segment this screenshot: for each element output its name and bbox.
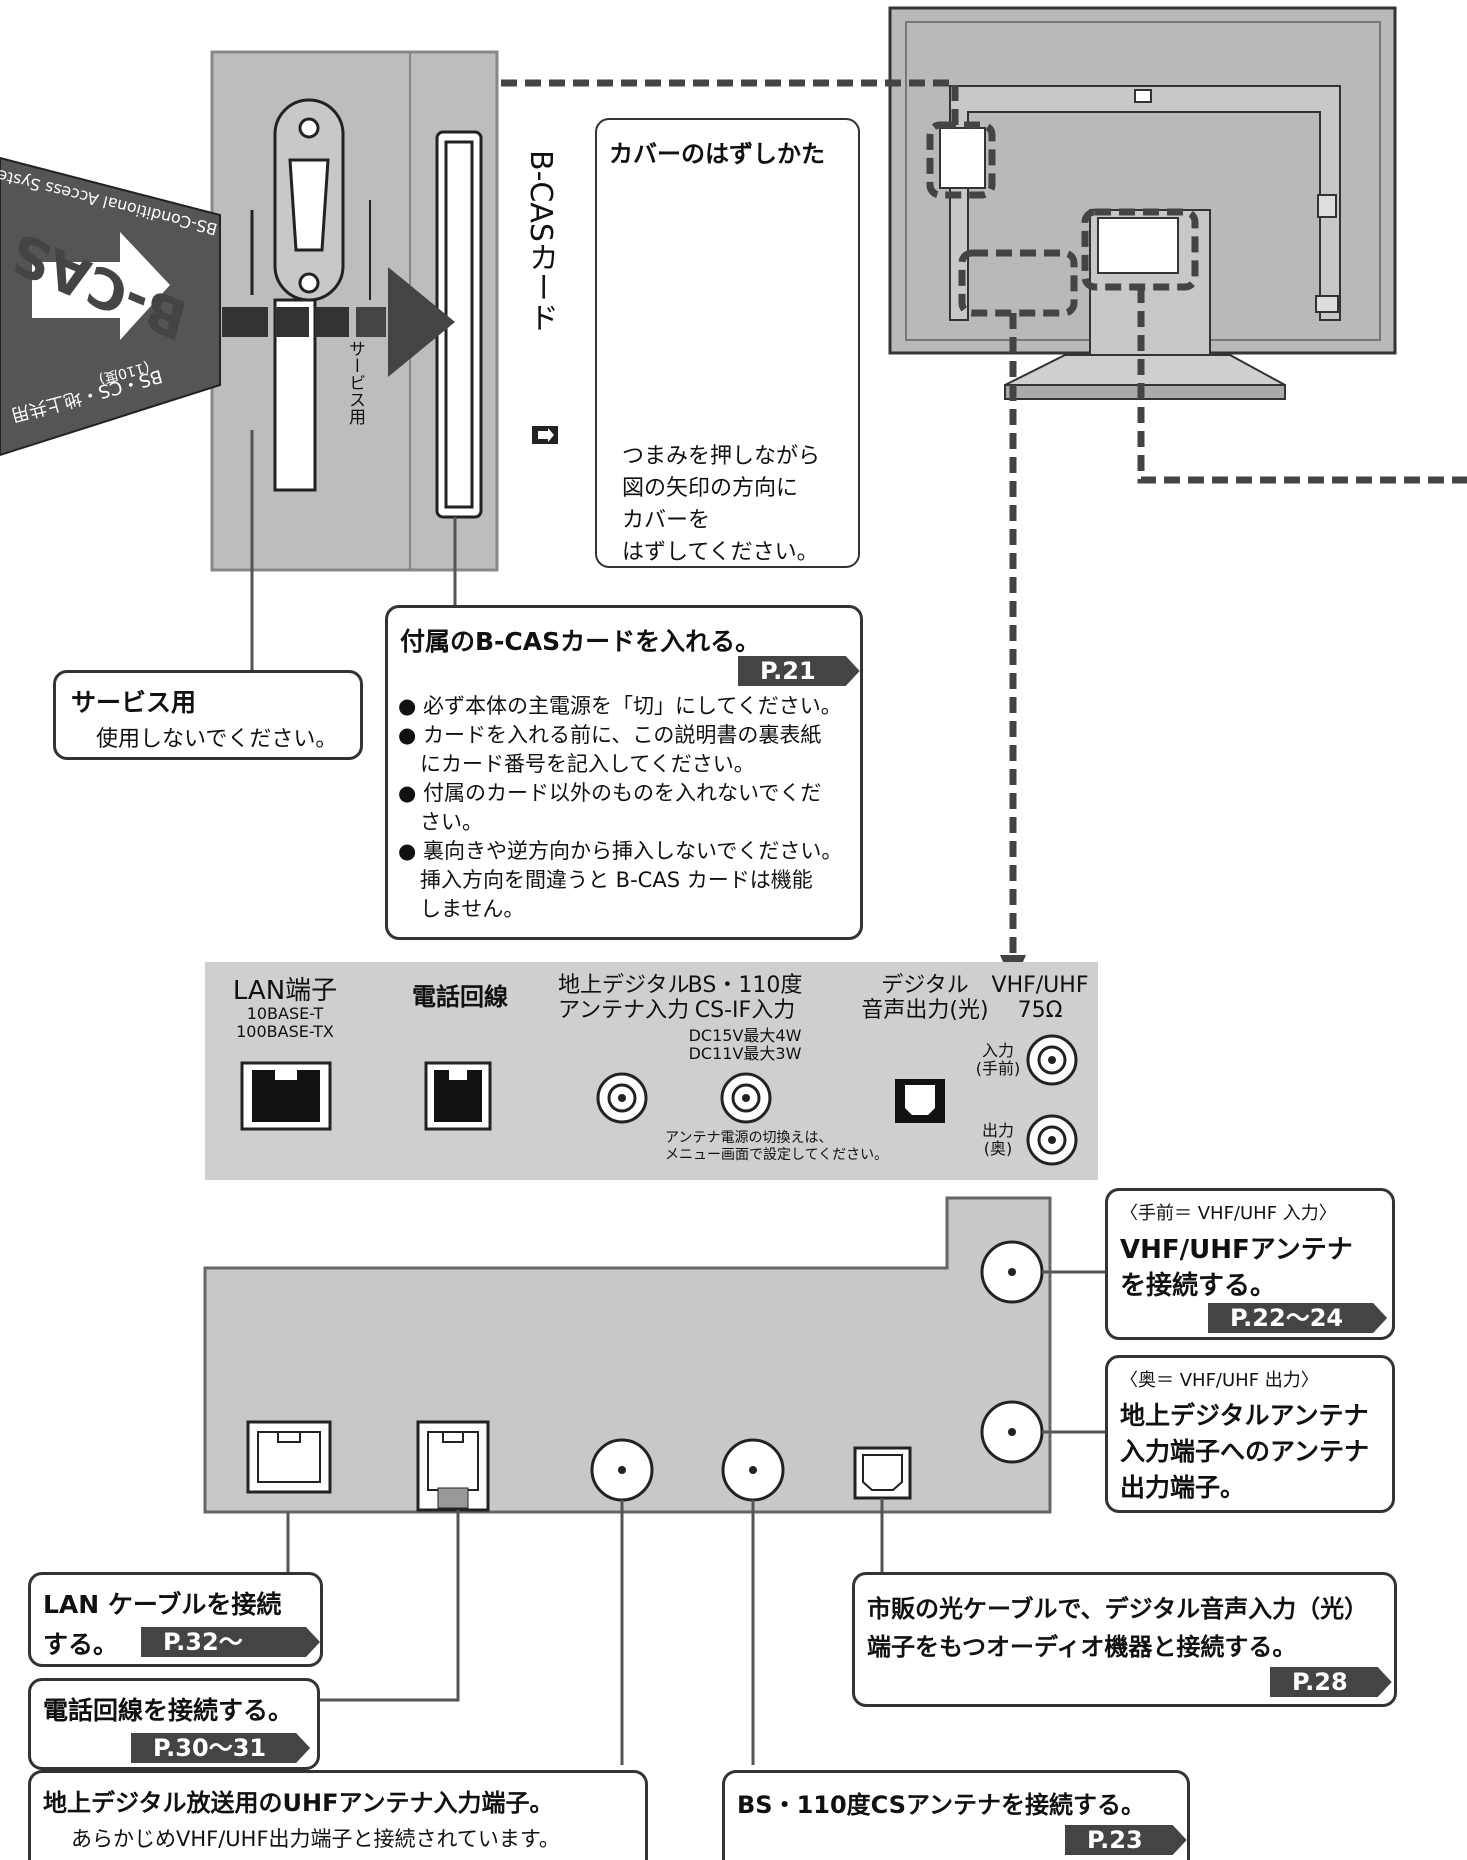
- cover-removal-title: カバーのはずしかた: [609, 140, 825, 168]
- optical-callout-line2: 端子をもつオーディオ機器と接続する。: [867, 1633, 1297, 1661]
- vhf-in-label: 入力 (手前): [975, 1041, 1021, 1078]
- phone-label: 電話回線: [412, 983, 508, 1011]
- cover-removal-line-2: 図の矢印の方向に: [622, 476, 799, 501]
- vhf-label: VHF/UHF 75Ω: [991, 973, 1089, 1023]
- vhf-out-line2: 入力端子へのアンテナ: [1120, 1437, 1370, 1466]
- service-callout-text: 使用しないでください。: [96, 727, 338, 752]
- service-slot-label: サービス用: [345, 340, 365, 425]
- bullet-2-cont: にカード番号を記入してください。: [420, 752, 755, 776]
- bs-page-ref[interactable]: P.23: [1065, 1825, 1187, 1855]
- vhf-out-line1: 地上デジタルアンテナ: [1120, 1401, 1369, 1430]
- small-card-icon: [532, 426, 558, 444]
- bcas-slot-label: B-CASカード: [523, 150, 558, 332]
- vhf-in-small: 〈手前＝ VHF/UHF 入力〉: [1120, 1203, 1337, 1224]
- bullet-4-cont1: 挿入方向を間違うと B-CAS カードは機能: [420, 868, 813, 892]
- vhf-in-page-ref-wrap[interactable]: P.22〜24: [1208, 1303, 1387, 1333]
- vhf-in-callout: 〈手前＝ VHF/UHF 入力〉 VHF/UHFアンテナ を接続する。 P.22…: [1105, 1188, 1395, 1340]
- card-insert-page-ref[interactable]: P.21: [738, 656, 860, 686]
- phone-callout: 電話回線を接続する。 P.30〜31: [28, 1678, 320, 1770]
- vhf-out-small: 〈奥＝ VHF/UHF 出力〉: [1120, 1370, 1319, 1391]
- highlight-dashes: [487, 79, 1467, 980]
- bullet-3: ● 付属のカード以外のものを入れないでくだ: [398, 781, 822, 805]
- cover-removal-line-3: カバーを: [622, 508, 711, 533]
- bullet-4-cont2: しません。: [420, 897, 525, 921]
- terrestrial-label: 地上デジタル アンテナ入力: [558, 973, 690, 1023]
- leader-lines: [250, 430, 1108, 1765]
- vhf-in-page-ref[interactable]: P.22〜24: [1208, 1303, 1387, 1333]
- lan-callout-line2: する。: [43, 1630, 119, 1659]
- bs-label: BS・110度 CS-IF入力 DC15V最大4W DC11V最大3W: [687, 973, 803, 1063]
- lan-page-ref[interactable]: P.32〜33: [141, 1627, 320, 1657]
- cover-removal-callout: カバーのはずしかた つまみを押しながら 図の矢印の方向に カバーを はずしてくだ…: [595, 118, 860, 568]
- cover-removal-line-1: つまみを押しながら: [622, 444, 821, 469]
- optical-page-ref-wrap[interactable]: P.28: [1270, 1667, 1392, 1697]
- bullet-1: ● 必ず本体の主電源を「切」にしてください。: [398, 694, 842, 718]
- insert-arrow: [222, 267, 455, 377]
- bullet-3-cont: さい。: [420, 810, 483, 834]
- lan-callout: LAN ケーブルを接続 する。 P.32〜33: [28, 1572, 323, 1667]
- lan-callout-line1: LAN ケーブルを接続: [43, 1590, 282, 1619]
- lower-panel: [203, 1196, 1052, 1514]
- card-insert-heading: 付属のB-CASカードを入れる。: [400, 627, 761, 656]
- lan-page-ref-wrap[interactable]: P.32〜33: [141, 1627, 320, 1684]
- terminal-panel-bg: [205, 962, 1098, 1180]
- bs-callout-line1: BS・110度CSアンテナを接続する。: [737, 1791, 1146, 1819]
- uhf-in-line2: あらかじめVHF/UHF出力端子と接続されています。: [71, 1827, 560, 1851]
- digital-audio-label: デジタル 音声出力(光): [861, 973, 989, 1023]
- vhf-in-line1: VHF/UHFアンテナ: [1120, 1235, 1353, 1265]
- phone-callout-line1: 電話回線を接続する。: [43, 1696, 294, 1725]
- vhf-in-line2: を接続する。: [1120, 1271, 1277, 1301]
- bs-callout: BS・110度CSアンテナを接続する。 P.23: [722, 1770, 1190, 1860]
- service-callout: サービス用 使用しないでください。: [53, 670, 363, 760]
- cover-removal-line-4: はずしてください。: [622, 540, 819, 565]
- phone-page-ref-wrap[interactable]: P.30〜31: [131, 1733, 310, 1763]
- vhf-out-line3: 出力端子。: [1120, 1473, 1246, 1502]
- terminal-panel-ports: [240, 1034, 1078, 1166]
- bcas-card: [0, 156, 221, 457]
- phone-page-ref[interactable]: P.30〜31: [131, 1733, 310, 1763]
- bullet-2: ● カードを入れる前に、この説明書の裏表紙: [398, 723, 822, 747]
- service-callout-heading: サービス用: [71, 688, 197, 717]
- optical-callout-line1: 市販の光ケーブルで、デジタル音声入力（光）: [867, 1595, 1369, 1623]
- vhf-out-label: 出力 (奥): [981, 1121, 1014, 1158]
- vhf-out-callout: 〈奥＝ VHF/UHF 出力〉 地上デジタルアンテナ 入力端子へのアンテナ 出力…: [1105, 1355, 1395, 1513]
- card-insert-page-ref-wrap[interactable]: P.21: [738, 656, 860, 686]
- uhf-in-callout: 地上デジタル放送用のUHFアンテナ入力端子。 あらかじめVHF/UHF出力端子と…: [28, 1770, 648, 1860]
- bullet-4: ● 裏向きや逆方向から挿入しないでください。: [398, 839, 843, 863]
- optical-page-ref[interactable]: P.28: [1270, 1667, 1392, 1697]
- bs-page-ref-wrap[interactable]: P.23: [1065, 1825, 1187, 1855]
- lan-label: LAN端子 10BASE-T 100BASE-TX: [232, 976, 338, 1041]
- card-insert-callout: 付属のB-CASカードを入れる。 P.21 ● 必ず本体の主電源を「切」にしてく…: [385, 605, 863, 940]
- antenna-note: アンテナ電源の切換えは、 メニュー画面で設定してください。: [665, 1130, 889, 1163]
- optical-callout: 市販の光ケーブルで、デジタル音声入力（光） 端子をもつオーディオ機器と接続する。…: [852, 1572, 1397, 1707]
- uhf-in-line1: 地上デジタル放送用のUHFアンテナ入力端子。: [43, 1789, 554, 1817]
